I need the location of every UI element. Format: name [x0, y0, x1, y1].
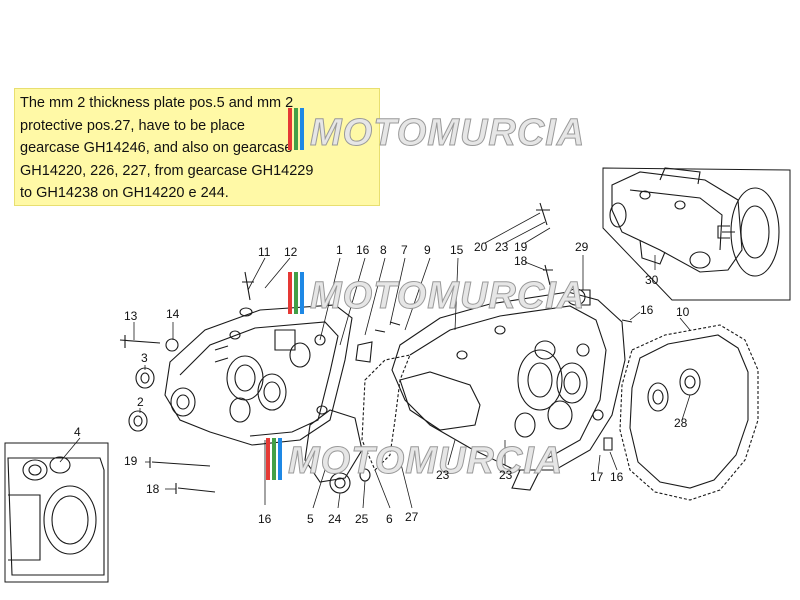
watermark-bottom: MOTOMURCIA: [266, 438, 563, 483]
watermark-text: MOTOMURCIA: [310, 275, 585, 317]
callout-28: 28: [674, 416, 688, 430]
watermark-text: MOTOMURCIA: [288, 440, 563, 482]
center-gasket: [304, 354, 411, 483]
callout-23: 23: [495, 240, 509, 254]
callout-24: 24: [328, 512, 342, 526]
gearcase-right-half: [391, 288, 626, 491]
callout-18: 18: [146, 482, 160, 496]
callout-22: 20: [474, 240, 488, 254]
callout-16d: 16: [640, 303, 654, 317]
note-line-2: protective pos.27, have to be place: [20, 117, 245, 134]
callout-25: 25: [355, 512, 369, 526]
watermark-text: MOTOMURCIA: [310, 112, 585, 154]
callout-9: 9: [424, 243, 431, 257]
callout-1: 1: [336, 243, 343, 257]
callout-5: 5: [307, 512, 314, 526]
watermark-middle: MOTOMURCIA: [288, 272, 585, 318]
callout-6: 6: [386, 512, 393, 526]
gearcase-left-half: [164, 304, 353, 446]
callout-16b: 16: [258, 512, 272, 526]
callout-15: 15: [450, 243, 464, 257]
note-line-5: to GH14238 on GH14220 e 244.: [20, 185, 229, 201]
callout-13: 13: [124, 309, 138, 323]
assembled-gearbox-inset: [602, 167, 791, 301]
callout-12: 12: [284, 245, 298, 259]
callout-2: 2: [137, 395, 144, 409]
watermark-top: MOTOMURCIA: [288, 108, 585, 155]
callout-27: 27: [405, 510, 419, 524]
note-line-3: gearcase GH14246, and also on gearcase: [20, 140, 293, 156]
gasket-cover: [619, 324, 759, 501]
leader-lines: [59, 212, 691, 509]
note-line-1: The mm 2 thickness plate pos.5 and mm 2: [20, 95, 294, 111]
callout-labels: 11 12 1 16 8 7 9 15 20 23 19 18 29 30 13…: [74, 240, 690, 526]
callout-3: 3: [141, 351, 148, 365]
callout-23b: 23: [436, 468, 450, 482]
callout-10: 10: [676, 305, 690, 319]
info-note: The mm 2 thickness plate pos.5 and mm 2 …: [14, 88, 380, 206]
callout-20: 18: [514, 254, 528, 268]
small-parts: [119, 202, 633, 494]
callout-8: 8: [380, 243, 387, 257]
callout-19: 19: [124, 454, 138, 468]
callout-21: 19: [514, 240, 528, 254]
callout-26: 23: [499, 468, 513, 482]
callout-4: 4: [74, 425, 81, 439]
callout-30: 30: [645, 273, 659, 287]
callout-7: 7: [401, 243, 408, 257]
callout-16c: 16: [610, 470, 624, 484]
callout-29: 29: [575, 240, 589, 254]
callout-11: 11: [258, 245, 271, 259]
callout-16: 16: [356, 243, 370, 257]
callout-14: 14: [166, 307, 180, 321]
note-line-4: GH14220, 226, 227, from gearcase GH14229: [20, 162, 314, 179]
callout-17: 17: [590, 470, 604, 484]
detail-inset: [4, 442, 109, 583]
